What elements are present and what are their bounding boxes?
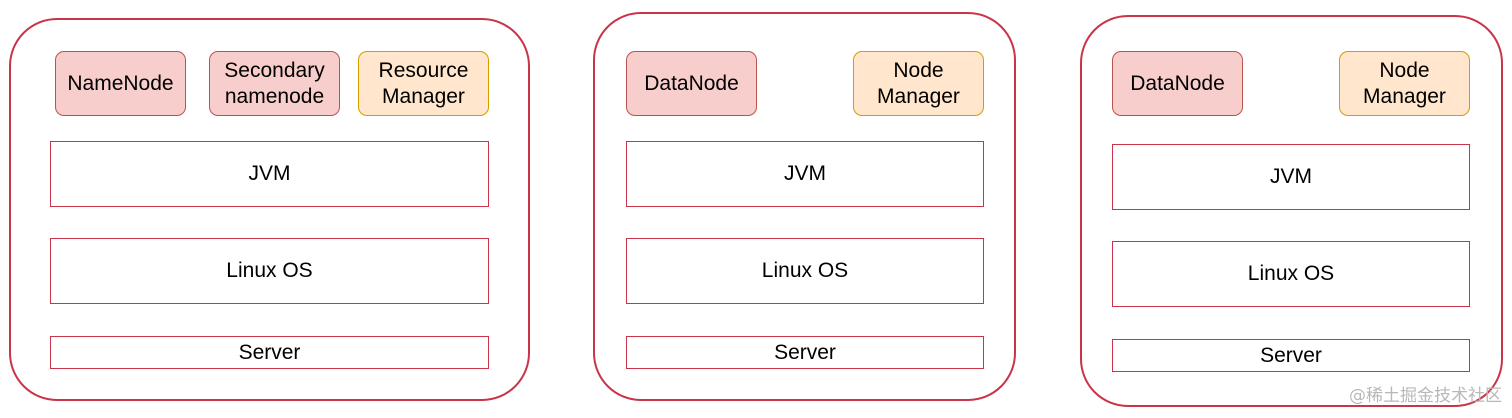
namenode-box: NameNode	[55, 51, 186, 116]
linux-os-layer: Linux OS	[50, 238, 489, 304]
linux-os-layer: Linux OS	[1112, 241, 1470, 307]
watermark: @稀土掘金技术社区	[1349, 386, 1502, 406]
secondary-namenode-box: Secondary namenode	[209, 51, 340, 116]
node-manager-box: Node Manager	[1339, 51, 1470, 116]
jvm-layer: JVM	[1112, 144, 1470, 210]
node-manager-box: Node Manager	[853, 51, 984, 116]
linux-os-layer: Linux OS	[626, 238, 984, 304]
resource-manager-box: Resource Manager	[358, 51, 489, 116]
jvm-layer: JVM	[50, 141, 489, 207]
jvm-layer: JVM	[626, 141, 984, 207]
server-layer: Server	[626, 336, 984, 369]
datanode-box: DataNode	[1112, 51, 1243, 116]
datanode-box: DataNode	[626, 51, 757, 116]
server-layer: Server	[1112, 339, 1470, 372]
server-layer: Server	[50, 336, 489, 369]
